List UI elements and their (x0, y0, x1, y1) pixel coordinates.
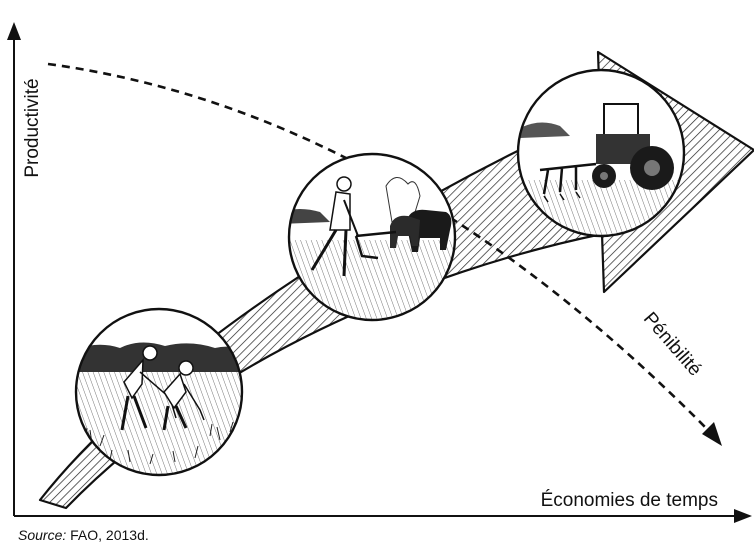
y-axis (7, 22, 21, 516)
source-text: FAO, 2013d. (70, 527, 149, 543)
illustration-animal-drawn-plough (287, 152, 457, 322)
source-label: Source: (18, 527, 67, 543)
illustration-tractor-cultivation (516, 68, 686, 238)
illustration-manual-hoeing (74, 307, 244, 477)
source-caption: Source: FAO, 2013d. (18, 527, 149, 543)
x-axis-label: Économies de temps (541, 490, 718, 511)
drudgery-curve-label: Pénibilité (639, 308, 705, 380)
y-axis-label: Productivité (22, 78, 43, 177)
y-axis-arrowhead (7, 22, 21, 40)
x-axis-arrowhead (734, 509, 752, 523)
drudgery-curve (47, 62, 722, 446)
x-axis (14, 509, 752, 523)
drudgery-curve-arrowhead (702, 422, 722, 446)
